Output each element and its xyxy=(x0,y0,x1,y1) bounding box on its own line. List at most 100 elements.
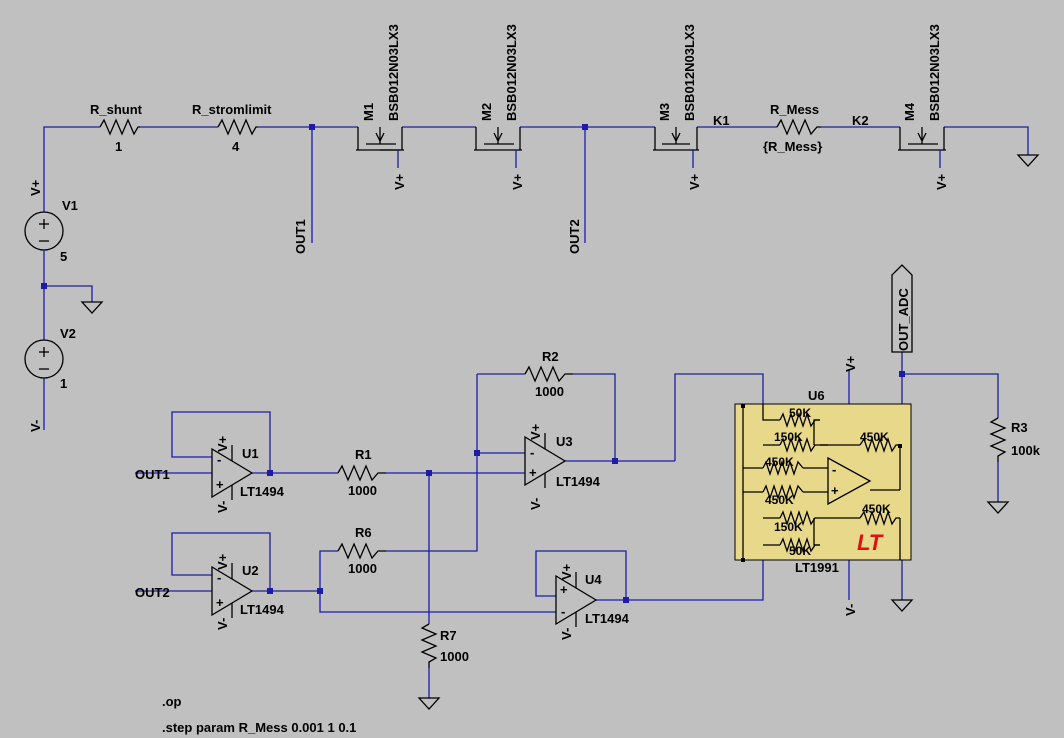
out-adc-label: OUT_ADC xyxy=(896,288,911,351)
junction-dot xyxy=(426,470,432,476)
ground-icon xyxy=(1016,154,1040,167)
r6-label: R6 xyxy=(355,525,372,540)
r2-value: 1000 xyxy=(535,384,564,399)
r6-symbol[interactable] xyxy=(337,542,386,560)
r7-value: 1000 xyxy=(440,649,469,664)
u6-vplus: V+ xyxy=(843,355,858,372)
u2-vminus: V- xyxy=(215,618,230,630)
mosfet-m1[interactable] xyxy=(356,127,404,168)
out2-input-label: OUT2 xyxy=(135,585,170,600)
r6-value: 1000 xyxy=(348,561,377,576)
r-shunt-value: 1 xyxy=(115,139,122,154)
out2-net-label: OUT2 xyxy=(567,219,582,254)
m2-model: BSB012N03LX3 xyxy=(504,24,519,121)
ground-icon xyxy=(80,301,104,314)
r3-symbol[interactable] xyxy=(989,417,1007,462)
v1-value: 5 xyxy=(60,249,67,264)
step-directive[interactable]: .step param R_Mess 0.001 1 0.1 xyxy=(162,720,356,735)
r7-label: R7 xyxy=(440,628,457,643)
junction-dot xyxy=(582,124,588,130)
u6-model: LT1991 xyxy=(795,560,839,575)
r-stromlimit-label: R_stromlimit xyxy=(192,102,272,117)
r-stromlimit-symbol[interactable] xyxy=(217,118,258,136)
u2-label: U2 xyxy=(242,563,259,578)
r1-value: 1000 xyxy=(348,483,377,498)
r-shunt-symbol[interactable] xyxy=(99,118,140,136)
u6-r150k-top: 150K xyxy=(774,430,803,444)
m4-label: M4 xyxy=(902,102,917,121)
u1-label: U1 xyxy=(242,446,259,461)
u6-r50k-bottom: 50K xyxy=(789,544,811,558)
mosfet-m2[interactable] xyxy=(474,127,522,168)
opamp-u3[interactable] xyxy=(524,433,567,488)
junction-dot xyxy=(317,588,323,594)
lt1991-u6[interactable] xyxy=(734,403,912,562)
junction-dot xyxy=(612,458,618,464)
r1-label: R1 xyxy=(355,447,372,462)
junction-dot xyxy=(309,124,315,130)
u1-plus: + xyxy=(216,477,224,492)
m4-gate-label: V+ xyxy=(934,173,949,190)
u6-r450k-bottom-left: 450K xyxy=(765,493,794,507)
opamp-u2[interactable] xyxy=(211,563,254,618)
u1-vplus: V+ xyxy=(215,435,230,452)
r3-label: R3 xyxy=(1011,420,1028,435)
voltage-source-v2[interactable] xyxy=(24,339,64,379)
lt-logo: LT xyxy=(857,530,884,555)
m2-label: M2 xyxy=(479,103,494,121)
r7-symbol[interactable] xyxy=(420,623,438,668)
u4-vplus: V+ xyxy=(559,563,574,580)
out-adc-net-flag xyxy=(891,264,913,353)
u2-minus: - xyxy=(217,570,221,585)
voltage-source-v1[interactable] xyxy=(24,195,64,255)
v1-label: V1 xyxy=(62,198,78,213)
r3-value: 100k xyxy=(1011,443,1041,458)
junction-dot xyxy=(899,371,905,377)
mosfet-m3[interactable] xyxy=(653,127,699,168)
u1-minus: - xyxy=(217,452,221,467)
k2-label: K2 xyxy=(852,113,869,128)
v2-value: 1 xyxy=(60,376,67,391)
u6-label: U6 xyxy=(808,388,825,403)
m3-model: BSB012N03LX3 xyxy=(682,24,697,121)
u3-minus: - xyxy=(530,445,534,460)
u6-r50k-top: 50K xyxy=(789,406,811,420)
u2-model: LT1494 xyxy=(240,602,285,617)
u6-r450k-top-left: 450K xyxy=(765,455,794,469)
out1-input-label: OUT1 xyxy=(135,467,170,482)
u6-r450k-bottom-right: 450K xyxy=(862,502,891,516)
mosfet-m4[interactable] xyxy=(898,127,946,168)
junction-dot xyxy=(623,597,629,603)
vminus-net-label: V- xyxy=(28,420,43,432)
r-stromlimit-value: 4 xyxy=(232,139,240,154)
opamp-u1[interactable] xyxy=(211,445,254,500)
u1-model: LT1494 xyxy=(240,484,285,499)
m1-gate-label: V+ xyxy=(392,173,407,190)
u6-vminus: V- xyxy=(843,604,858,616)
r-shunt-label: R_shunt xyxy=(90,102,143,117)
junction-dot xyxy=(474,450,480,456)
m1-label: M1 xyxy=(361,103,376,121)
u4-plus: + xyxy=(560,582,568,597)
v2-label: V2 xyxy=(60,326,76,341)
u2-vplus: V+ xyxy=(215,553,230,570)
r2-symbol[interactable] xyxy=(524,365,573,383)
bottom-wires xyxy=(135,352,999,698)
opamp-u4[interactable] xyxy=(555,572,598,627)
k1-label: K1 xyxy=(713,113,730,128)
m2-gate-label: V+ xyxy=(510,173,525,190)
u3-label: U3 xyxy=(556,434,573,449)
r-mess-symbol[interactable] xyxy=(776,118,821,136)
u4-minus: - xyxy=(561,604,565,619)
ground-icon xyxy=(986,501,1010,514)
ground-icon xyxy=(417,697,441,710)
ground-icon xyxy=(890,599,914,612)
m1-model: BSB012N03LX3 xyxy=(386,24,401,121)
u3-plus: + xyxy=(529,465,537,480)
u6-r450k-top-right: 450K xyxy=(860,430,889,444)
r1-symbol[interactable] xyxy=(337,464,386,482)
u3-vplus: V+ xyxy=(528,423,543,440)
m3-gate-label: V+ xyxy=(687,173,702,190)
op-directive[interactable]: .op xyxy=(162,694,182,709)
